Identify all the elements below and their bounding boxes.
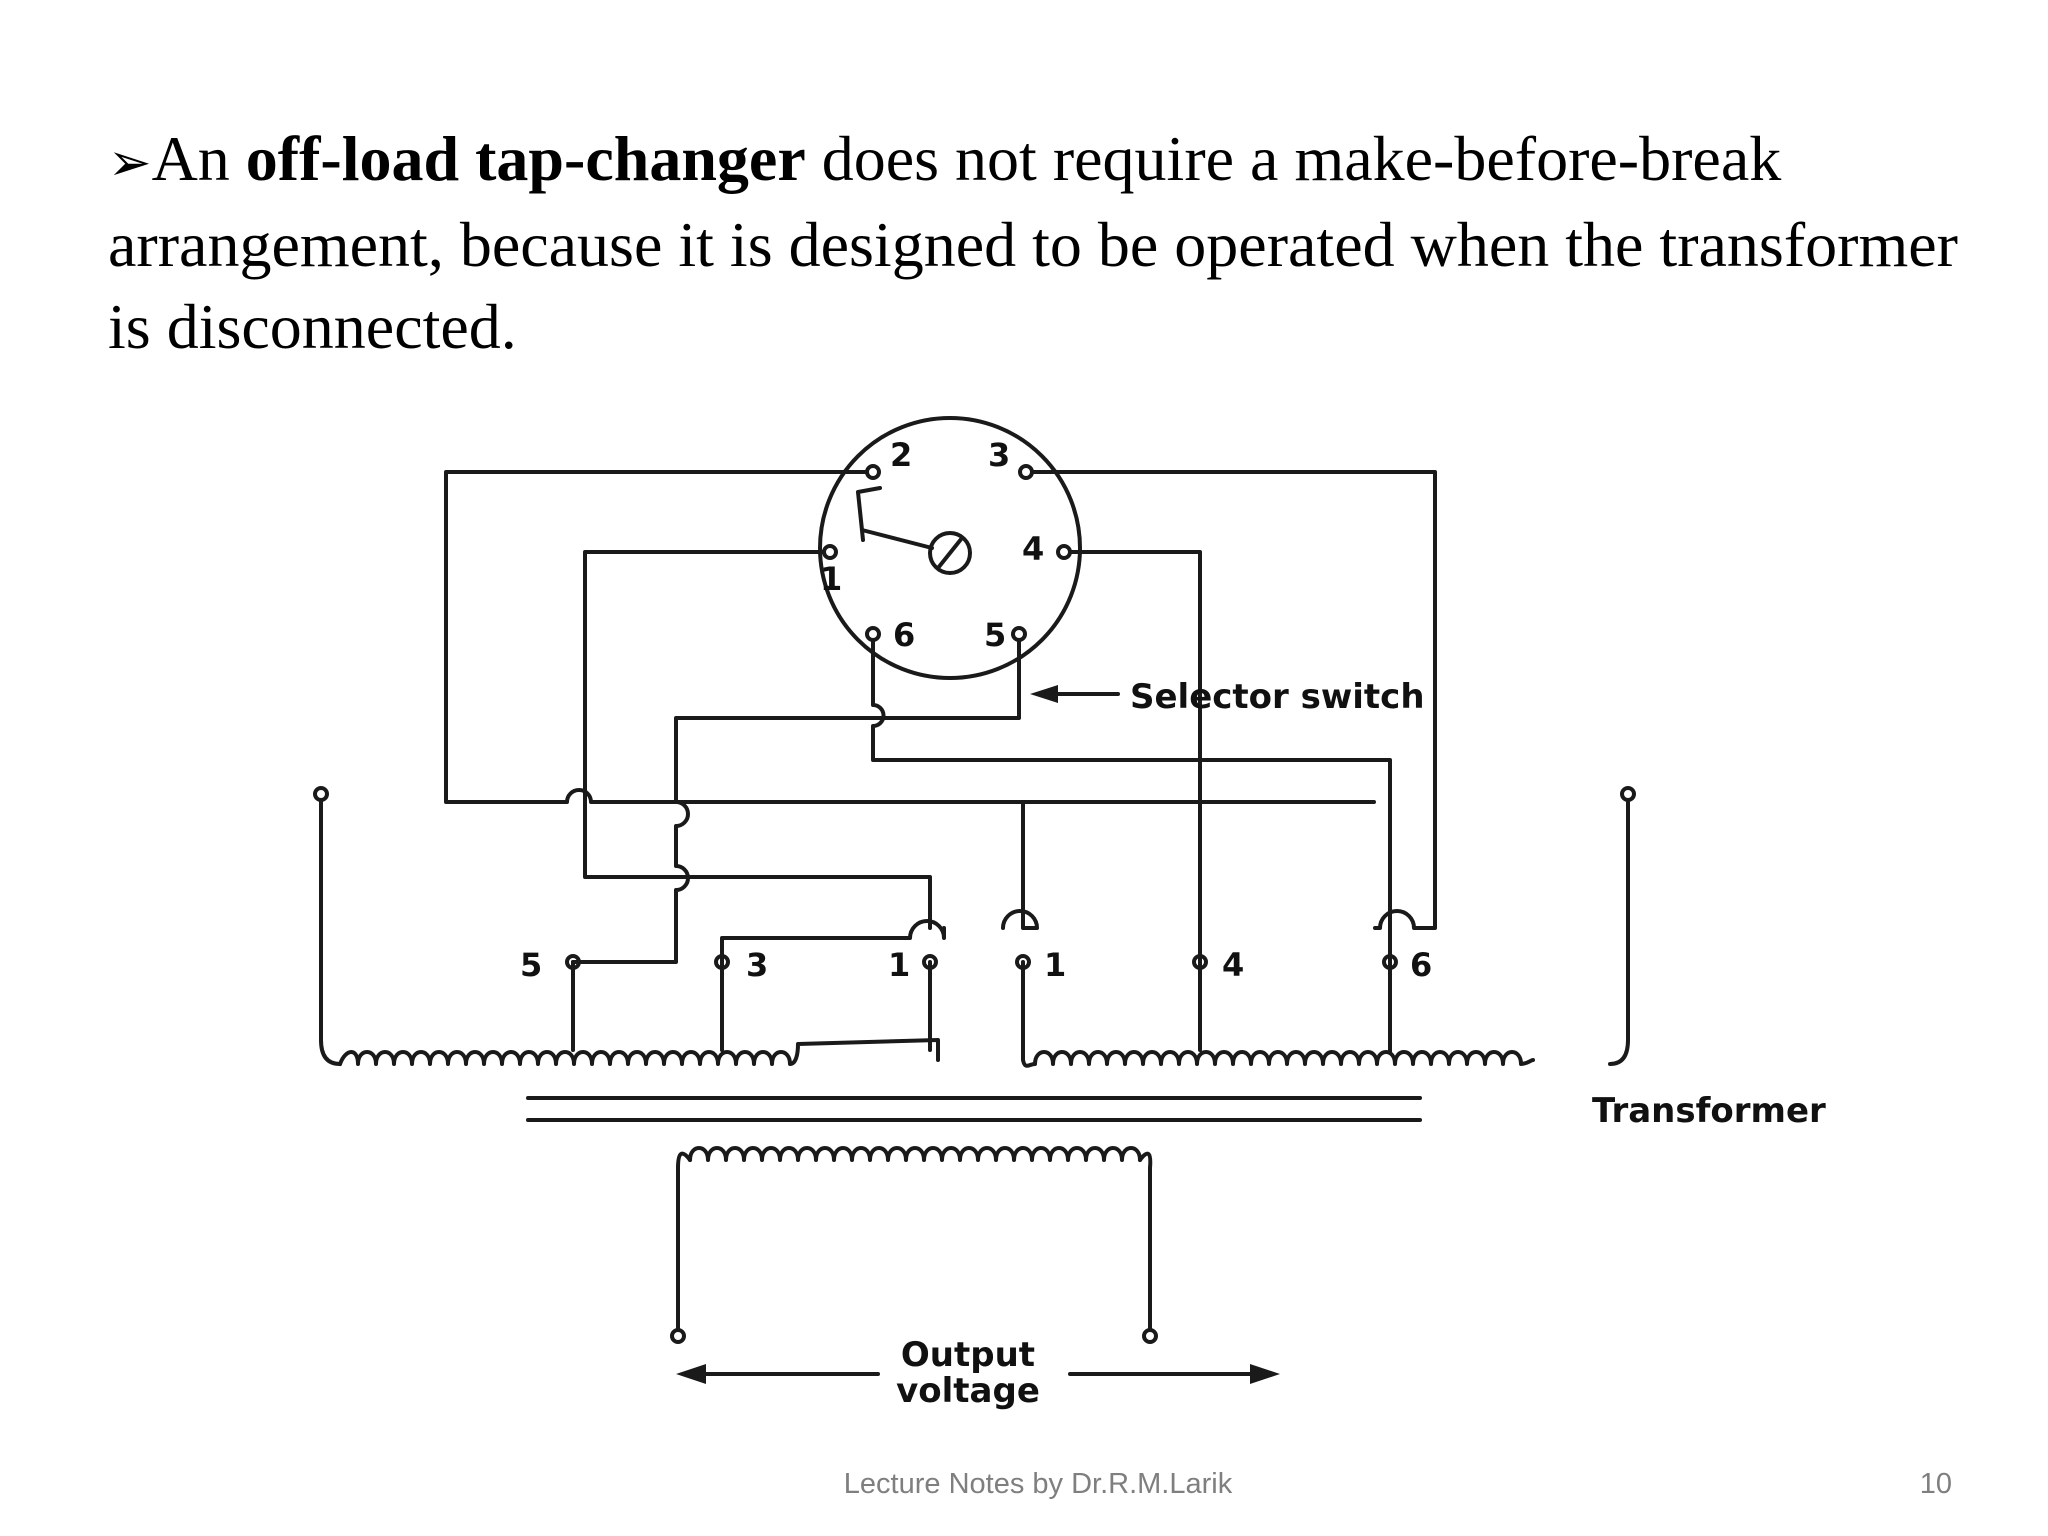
bullet-arrow-icon: ➢ [108, 133, 152, 193]
selector-rotor-arm [856, 486, 934, 550]
switch-wiring [444, 470, 1437, 1054]
switch-contact-label-1: 1 [820, 560, 842, 598]
secondary-lead-right [1138, 1151, 1153, 1332]
switch-contact-label-6: 6 [893, 616, 915, 654]
selector-pointer-head [1030, 685, 1058, 703]
bullet-paragraph: ➢An off-load tap-changer does not requir… [108, 118, 1988, 368]
switch-contact-labels: 1 2 3 4 5 6 [820, 436, 1044, 654]
tap-labels: 5 3 1 1 4 6 [520, 946, 1432, 984]
switch-contact-label-3: 3 [988, 436, 1010, 474]
selector-rotor-hub [928, 531, 972, 575]
selector-switch-label: Selector switch [1130, 677, 1425, 717]
tap-label-4: 4 [1222, 946, 1244, 984]
tap-label-6: 6 [1410, 946, 1432, 984]
output-label-line2: voltage [896, 1371, 1040, 1411]
bullet-text-end: does not require a make-before-break arr… [108, 123, 1958, 362]
secondary-winding [688, 1146, 1142, 1162]
bullet-text-bold: off-load tap-changer [245, 123, 806, 194]
secondary-lead-left [676, 1151, 692, 1332]
tap-label-1-right: 1 [1044, 946, 1066, 984]
switch-contact-label-4: 4 [1022, 530, 1044, 568]
primary-winding-left [338, 1038, 940, 1066]
primary-winding-right [1021, 1038, 1535, 1068]
page-number: 10 [1919, 1468, 1952, 1500]
bullet-text-start: An [151, 123, 246, 194]
tap-label-3: 3 [746, 946, 768, 984]
transformer-label: Transformer [1592, 1091, 1826, 1131]
tap-terminals [565, 954, 1398, 970]
output-arrow-right-head [1250, 1364, 1280, 1384]
switch-contact-label-5: 5 [984, 616, 1006, 654]
output-arrow-left-head [676, 1364, 706, 1384]
tap-label-5: 5 [520, 946, 542, 984]
switch-contact-markers [822, 464, 1072, 642]
switch-contact-label-2: 2 [890, 436, 912, 474]
output-label-line1: Output [901, 1335, 1035, 1375]
selector-switch-dial [818, 416, 1082, 680]
tap-label-1-left: 1 [888, 946, 910, 984]
footer-text: Lecture Notes by Dr.R.M.Larik [843, 1468, 1233, 1500]
output-terminals [670, 1328, 1158, 1344]
